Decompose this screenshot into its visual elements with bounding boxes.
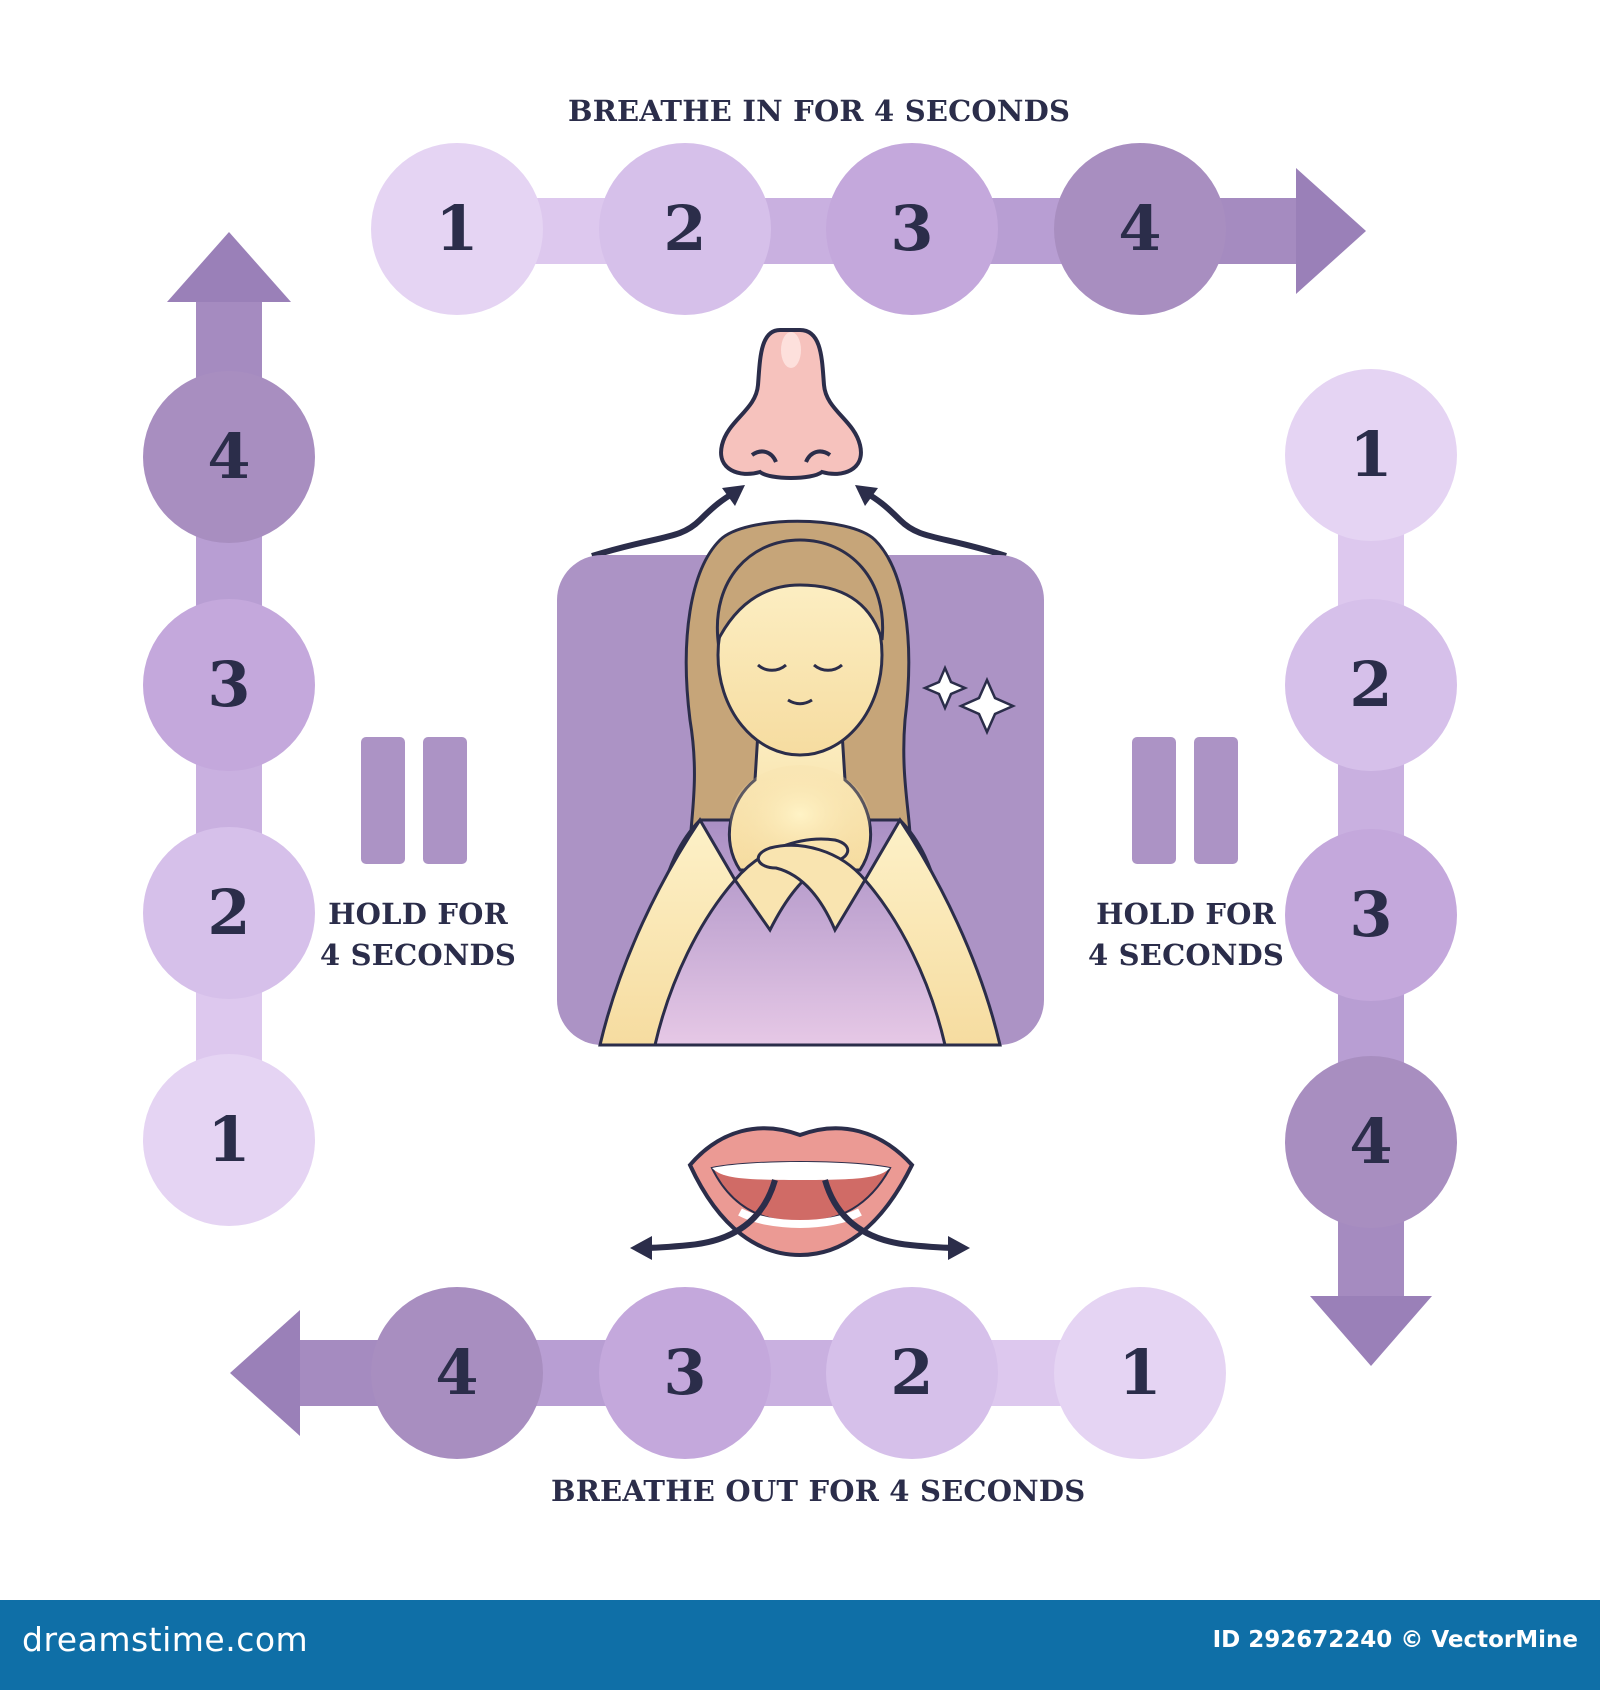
step-circle: 3 xyxy=(826,143,998,315)
step-number: 2 xyxy=(1349,648,1392,721)
step-circle: 4 xyxy=(1285,1056,1457,1228)
step-circle: 1 xyxy=(1054,1287,1226,1459)
sparkle-icon xyxy=(921,664,969,712)
pause-icon xyxy=(361,737,467,864)
breathe-in-label: BREATHE IN FOR 4 SECONDS xyxy=(568,94,1071,128)
step-number: 1 xyxy=(1349,418,1392,491)
step-number: 2 xyxy=(890,1336,933,1409)
step-number: 3 xyxy=(1349,878,1392,951)
step-number: 4 xyxy=(435,1336,478,1409)
step-circle: 3 xyxy=(1285,829,1457,1001)
step-circle: 1 xyxy=(1285,369,1457,541)
pause-icon xyxy=(1132,737,1238,864)
hold-left-line-2: 4 SECONDS xyxy=(319,938,517,972)
hold-left-track: 4 3 2 1 xyxy=(143,232,315,1226)
box-breathing-diagram: 1 2 3 4 1 2 3 xyxy=(143,143,1457,1459)
watermark-footer: dreamstime.com ID 292672240 © VectorMine xyxy=(0,1600,1600,1690)
nose-icon xyxy=(719,328,863,480)
footer-brand: dreamstime.com xyxy=(22,1620,309,1659)
step-circle: 3 xyxy=(143,599,315,771)
step-circle: 4 xyxy=(143,371,315,543)
step-circle: 1 xyxy=(371,143,543,315)
step-circle: 4 xyxy=(1054,143,1226,315)
breathe-in-track: 1 2 3 4 xyxy=(371,143,1366,315)
step-circle: 4 xyxy=(371,1287,543,1459)
hold-right-track: 1 2 3 4 xyxy=(1285,369,1457,1366)
step-number: 3 xyxy=(890,192,933,265)
step-number: 1 xyxy=(1118,1336,1161,1409)
step-number: 4 xyxy=(207,420,250,493)
exhale-arrow-icon xyxy=(822,1179,970,1260)
arrow-down-icon xyxy=(1310,1296,1432,1366)
hold-right-line-2: 4 SECONDS xyxy=(1087,938,1285,972)
inhale-arrow-icon xyxy=(591,485,745,559)
step-number: 1 xyxy=(435,192,478,265)
inhale-arrow-icon xyxy=(855,485,1007,559)
step-number: 1 xyxy=(207,1103,250,1176)
step-number: 2 xyxy=(207,876,250,949)
footer-image-id: ID 292672240 © VectorMine xyxy=(1212,1627,1578,1653)
step-number: 3 xyxy=(663,1336,706,1409)
hold-right-line-1: HOLD FOR xyxy=(1096,897,1276,931)
arrow-up-icon xyxy=(167,232,291,302)
step-circle: 3 xyxy=(599,1287,771,1459)
step-circle: 2 xyxy=(599,143,771,315)
step-number: 2 xyxy=(663,192,706,265)
step-circle: 2 xyxy=(826,1287,998,1459)
step-circle: 2 xyxy=(143,827,315,999)
hold-left-line-1: HOLD FOR xyxy=(328,897,508,931)
meditating-person-illustration xyxy=(557,519,1044,1047)
exhale-arrow-icon xyxy=(630,1179,778,1260)
hold-right-label: HOLD FOR 4 SECONDS xyxy=(1086,894,1286,976)
sparkle-icon xyxy=(957,676,1017,736)
step-number: 3 xyxy=(207,648,250,721)
step-number: 4 xyxy=(1349,1105,1392,1178)
step-number: 4 xyxy=(1118,192,1161,265)
breathe-out-track: 4 3 2 1 xyxy=(230,1287,1226,1459)
step-circle: 1 xyxy=(143,1054,315,1226)
arrow-left-icon xyxy=(230,1310,300,1436)
hold-left-label: HOLD FOR 4 SECONDS xyxy=(318,894,518,976)
arrow-right-icon xyxy=(1296,168,1366,294)
step-circle: 2 xyxy=(1285,599,1457,771)
breathe-out-label: BREATHE OUT FOR 4 SECONDS xyxy=(551,1474,1086,1508)
